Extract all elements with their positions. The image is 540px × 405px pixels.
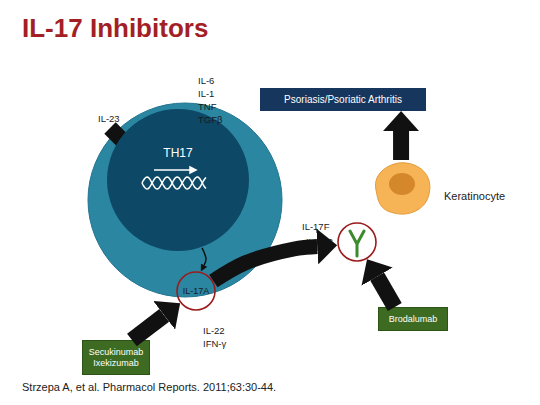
- th17-cell-body: [88, 103, 282, 297]
- th17-nucleus-outline: [106, 108, 250, 252]
- dna-strand: [142, 177, 206, 189]
- cytokine-label: IFN-γ: [203, 339, 226, 349]
- node-text: IL-17R: [306, 237, 333, 247]
- receptor-symbol: [350, 231, 364, 256]
- signal-arrow: [213, 246, 317, 281]
- node-text: TH17: [106, 146, 250, 160]
- keratinocyte-cell: Keratinocyte: [370, 160, 432, 216]
- receptor-ring: [338, 223, 376, 261]
- keratinocyte-shape: [375, 163, 429, 214]
- keratinocyte-cell-outline: [370, 160, 432, 216]
- cytokine-label: IL-17F: [302, 222, 329, 232]
- receptor-circle-outline: [337, 222, 377, 262]
- drug-box: Secukinumab Ixekizumab: [82, 340, 150, 375]
- cytokine-label: IL-23: [98, 114, 120, 124]
- cytokine-label: IL-1: [198, 89, 214, 99]
- keratinocyte-nucleus: [389, 173, 415, 195]
- node-text: Secukinumab Ixekizumab: [86, 347, 146, 368]
- cytokine-label: TNF: [198, 102, 216, 112]
- receptor-circle: IL-17R: [337, 222, 377, 262]
- signal-arrow: [202, 248, 206, 265]
- cytokine-circle: IL-17A: [176, 271, 216, 311]
- outcome-box: Psoriasis/Psoriatic Arthritis: [260, 88, 426, 111]
- cytokine-label: IL-6: [198, 76, 214, 86]
- th17-nucleus: TH17: [106, 108, 250, 252]
- drug-box: Brodalumab: [378, 307, 448, 331]
- node-text: Keratinocyte: [444, 190, 505, 202]
- node-text: Psoriasis/Psoriatic Arthritis: [284, 94, 402, 105]
- cytokine-label: IL-22: [203, 326, 225, 336]
- transcription-arrow: [154, 167, 196, 173]
- source-caption: Strzepa A, et al. Pharmacol Reports. 201…: [22, 381, 276, 393]
- dna-strand: [142, 177, 206, 189]
- node-text: IL-17A: [166, 286, 226, 296]
- signal-arrow: [377, 277, 395, 307]
- nucleus-shape: [107, 109, 249, 251]
- cytokine-label: TGFβ: [198, 115, 222, 125]
- slide-title: IL-17 Inhibitors: [22, 13, 208, 44]
- signal-arrow: [132, 315, 164, 340]
- node-text: Brodalumab: [389, 314, 438, 324]
- signal-arrow: [393, 131, 409, 160]
